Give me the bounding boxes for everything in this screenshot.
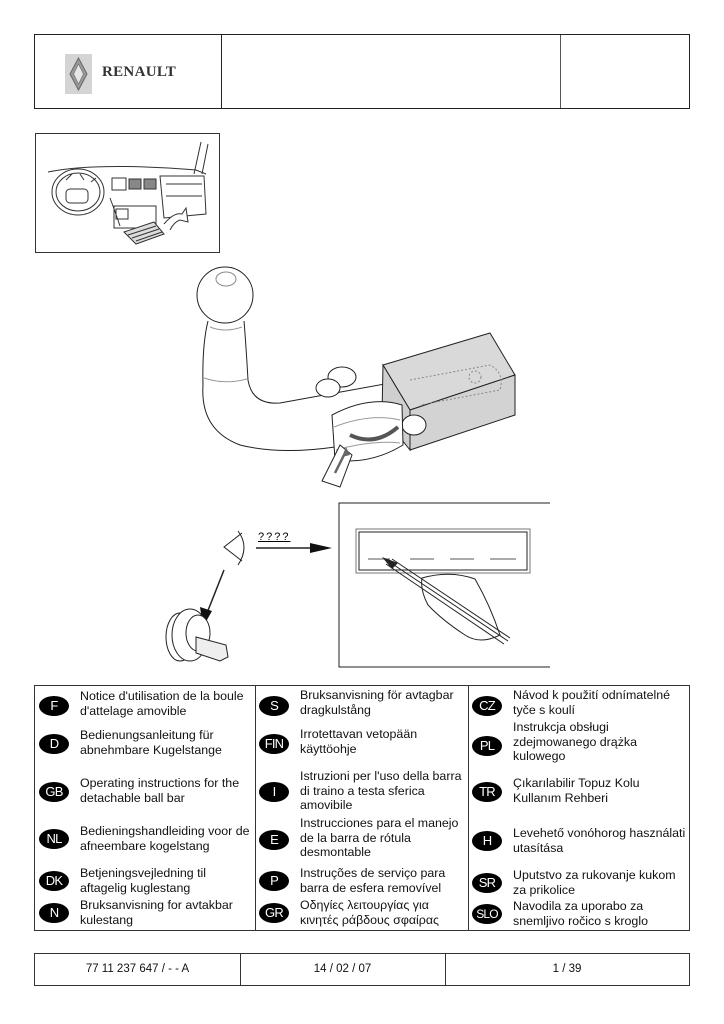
language-title: Bruksanvisning for avtakbar kulestang: [80, 898, 233, 927]
language-title: Çıkarılabilir Topuz Kolu Kullanım Rehber…: [513, 776, 640, 805]
document-date: 14 / 02 / 07: [240, 954, 446, 985]
language-title: Uputstvo za rukovanje kukom za prikolice: [513, 868, 676, 897]
footer-table: 77 11 237 647 / - - A 14 / 02 / 07 1 / 3…: [34, 953, 690, 986]
logo-cell: RENAULT: [35, 35, 222, 108]
key-number-illustration: ????: [150, 495, 554, 675]
language-badge: SLO: [472, 904, 502, 924]
language-title: Instrucciones para el manejo de la barra…: [300, 816, 459, 859]
key-code-placeholder: ????: [258, 531, 291, 543]
language-title: Betjeningsvejledning til aftagelig kugle…: [80, 866, 207, 895]
language-badge: D: [39, 734, 69, 754]
page-number: 1 / 39: [552, 963, 582, 975]
language-badge: H: [472, 831, 502, 851]
renault-logo-icon: [65, 54, 92, 94]
language-badge: S: [259, 696, 289, 716]
language-badge: NL: [39, 829, 69, 849]
language-title: Bedienungsanleitung für abnehmbare Kugel…: [80, 728, 222, 757]
language-title: Irrotettavan vetopään käyttöohje: [300, 727, 418, 756]
language-badge: PL: [472, 736, 502, 756]
language-title: Notice d'utilisation de la boule d'attel…: [80, 689, 244, 718]
brand-name: RENAULT: [102, 64, 177, 80]
language-title: Instruções de serviço para barra de esfe…: [300, 866, 446, 895]
language-badge: SR: [472, 873, 502, 893]
language-title: Οδηγίες λειτουργίας για κινητές ράβδους …: [300, 898, 439, 927]
language-badge: E: [259, 830, 289, 850]
language-badge: CZ: [472, 696, 502, 716]
language-column: S Bruksanvisning för avtagbar dragkulstån…: [255, 686, 469, 930]
language-title: Instrukcja obsługi zdejmowanego drążka k…: [513, 720, 637, 763]
language-table: F Notice d'utilisation de la boule d'atte…: [34, 685, 690, 931]
language-title: Navodila za uporabo za snemljivo ročico …: [513, 899, 648, 928]
language-title: Levehető vonóhorog használati utasítása: [513, 826, 686, 855]
language-title: Bedieningshandleiding voor de afneembare…: [80, 824, 250, 853]
language-title: Operating instructions for the detachabl…: [80, 776, 240, 805]
document-reference: 77 11 237 647 / - - A: [35, 954, 241, 985]
language-column: CZ Návod k použití odnímatelné tyče s kou…: [468, 686, 689, 930]
language-title: Istruzioni per l'uso della barra di trai…: [300, 769, 462, 812]
language-title: Bruksanvisning för avtagbar dragkulstång: [300, 688, 454, 717]
language-badge: I: [259, 782, 289, 802]
language-badge: DK: [39, 871, 69, 891]
language-column: F Notice d'utilisation de la boule d'atte…: [35, 686, 256, 930]
header-table: RENAULT: [34, 34, 690, 109]
language-badge: N: [39, 903, 69, 923]
eye-icon: [223, 532, 243, 562]
language-badge: F: [39, 696, 69, 716]
towbar-illustration: [170, 255, 530, 495]
language-badge: TR: [472, 782, 502, 802]
language-badge: P: [259, 871, 289, 891]
header-divider: [560, 35, 561, 108]
language-badge: FIN: [259, 734, 289, 754]
dashboard-illustration: [35, 133, 220, 253]
language-title: Návod k použití odnímatelné tyče s koulí: [513, 688, 671, 717]
language-badge: GB: [39, 782, 69, 802]
language-badge: GR: [259, 903, 289, 923]
